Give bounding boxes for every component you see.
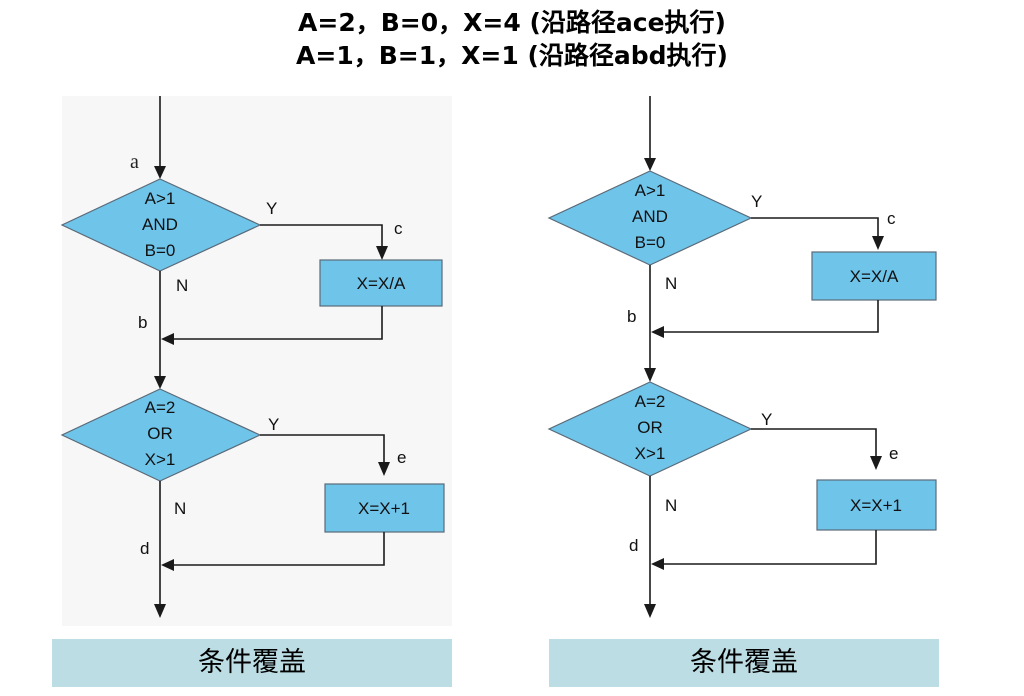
return-arrow-2 [161,559,174,571]
decision-2-line-2: OR [637,418,663,437]
entry-arrow [154,166,166,179]
decision-2-line-3: X>1 [145,450,176,469]
edge-label-c: c [887,209,896,228]
flowchart-left-svg: a A>1 AND B=0 Y c X=X/A N b A=2 OR X>1 Y… [60,96,445,618]
return-arrow-1 [161,333,174,345]
decision-2-line-1: A=2 [635,392,666,411]
flowchart-right: A>1 AND B=0 Y c X=X/A N b A=2 OR X>1 Y e… [547,96,939,626]
flowchart-right-svg: A>1 AND B=0 Y c X=X/A N b A=2 OR X>1 Y e… [547,96,937,618]
decision-1-line-1: A>1 [635,181,666,200]
decision-2-line-3: X>1 [635,444,666,463]
decision-1-line-2: AND [632,207,668,226]
edge-label-a: a [130,151,139,173]
yes-arrow-2 [378,462,390,476]
edge-label-e: e [397,448,406,467]
decision-2-line-2: OR [147,424,173,443]
yes-branch-2 [260,434,385,462]
process-1-label: X=X/A [357,274,406,293]
no-arrow-1 [644,368,656,382]
yes-branch-2 [751,428,877,456]
edge-label-d: d [629,536,638,555]
edge-label-y1: Y [751,192,762,211]
header: A=2，B=0，X=4 (沿路径ace执行) A=1，B=1，X=1 (沿路径a… [0,6,1024,72]
decision-2-line-1: A=2 [145,398,176,417]
process-2 [324,483,445,533]
decision-1-line-2: AND [142,215,178,234]
yes-branch-1 [751,217,879,236]
edge-label-n1: N [665,274,677,293]
edge-label-y2: Y [761,410,772,429]
exit-arrow [154,604,166,618]
entry-arrow [644,158,656,171]
caption-left: 条件覆盖 [52,639,452,687]
return-line-1 [174,306,383,340]
edge-label-n2: N [665,496,677,515]
return-line-1 [664,300,879,333]
process-2 [816,479,937,531]
edge-label-d: d [140,539,149,558]
decision-1-line-1: A>1 [145,189,176,208]
process-1 [319,259,443,307]
yes-arrow-2 [870,456,882,470]
edge-label-n2: N [174,499,186,518]
decision-1-line-3: B=0 [635,233,666,252]
header-line-1: A=2，B=0，X=4 (沿路径ace执行) [298,8,726,37]
edge-label-e: e [889,444,898,463]
edge-label-y2: Y [268,415,279,434]
edge-label-c: c [394,219,403,238]
no-arrow-1 [154,376,166,389]
edge-label-b: b [138,313,147,332]
exit-arrow [644,604,656,618]
return-arrow-1 [651,326,664,338]
return-line-2 [174,532,385,566]
header-line-2: A=1，B=1，X=1 (沿路径abd执行) [296,41,728,70]
yes-arrow-1 [376,246,388,260]
process-1-label: X=X/A [850,267,899,286]
edge-label-y1: Y [266,199,277,218]
return-arrow-2 [651,558,664,570]
yes-arrow-1 [872,236,884,250]
caption-right: 条件覆盖 [549,639,939,687]
edge-label-n1: N [176,276,188,295]
process-2-label: X=X+1 [850,496,902,515]
decision-1-line-3: B=0 [145,241,176,260]
process-2-label: X=X+1 [358,499,410,518]
yes-branch-1 [260,224,383,246]
return-line-2 [664,530,877,565]
edge-label-b: b [627,307,636,326]
flowchart-left: a A>1 AND B=0 Y c X=X/A N b A=2 OR X>1 Y… [60,96,452,626]
process-1 [811,251,937,301]
